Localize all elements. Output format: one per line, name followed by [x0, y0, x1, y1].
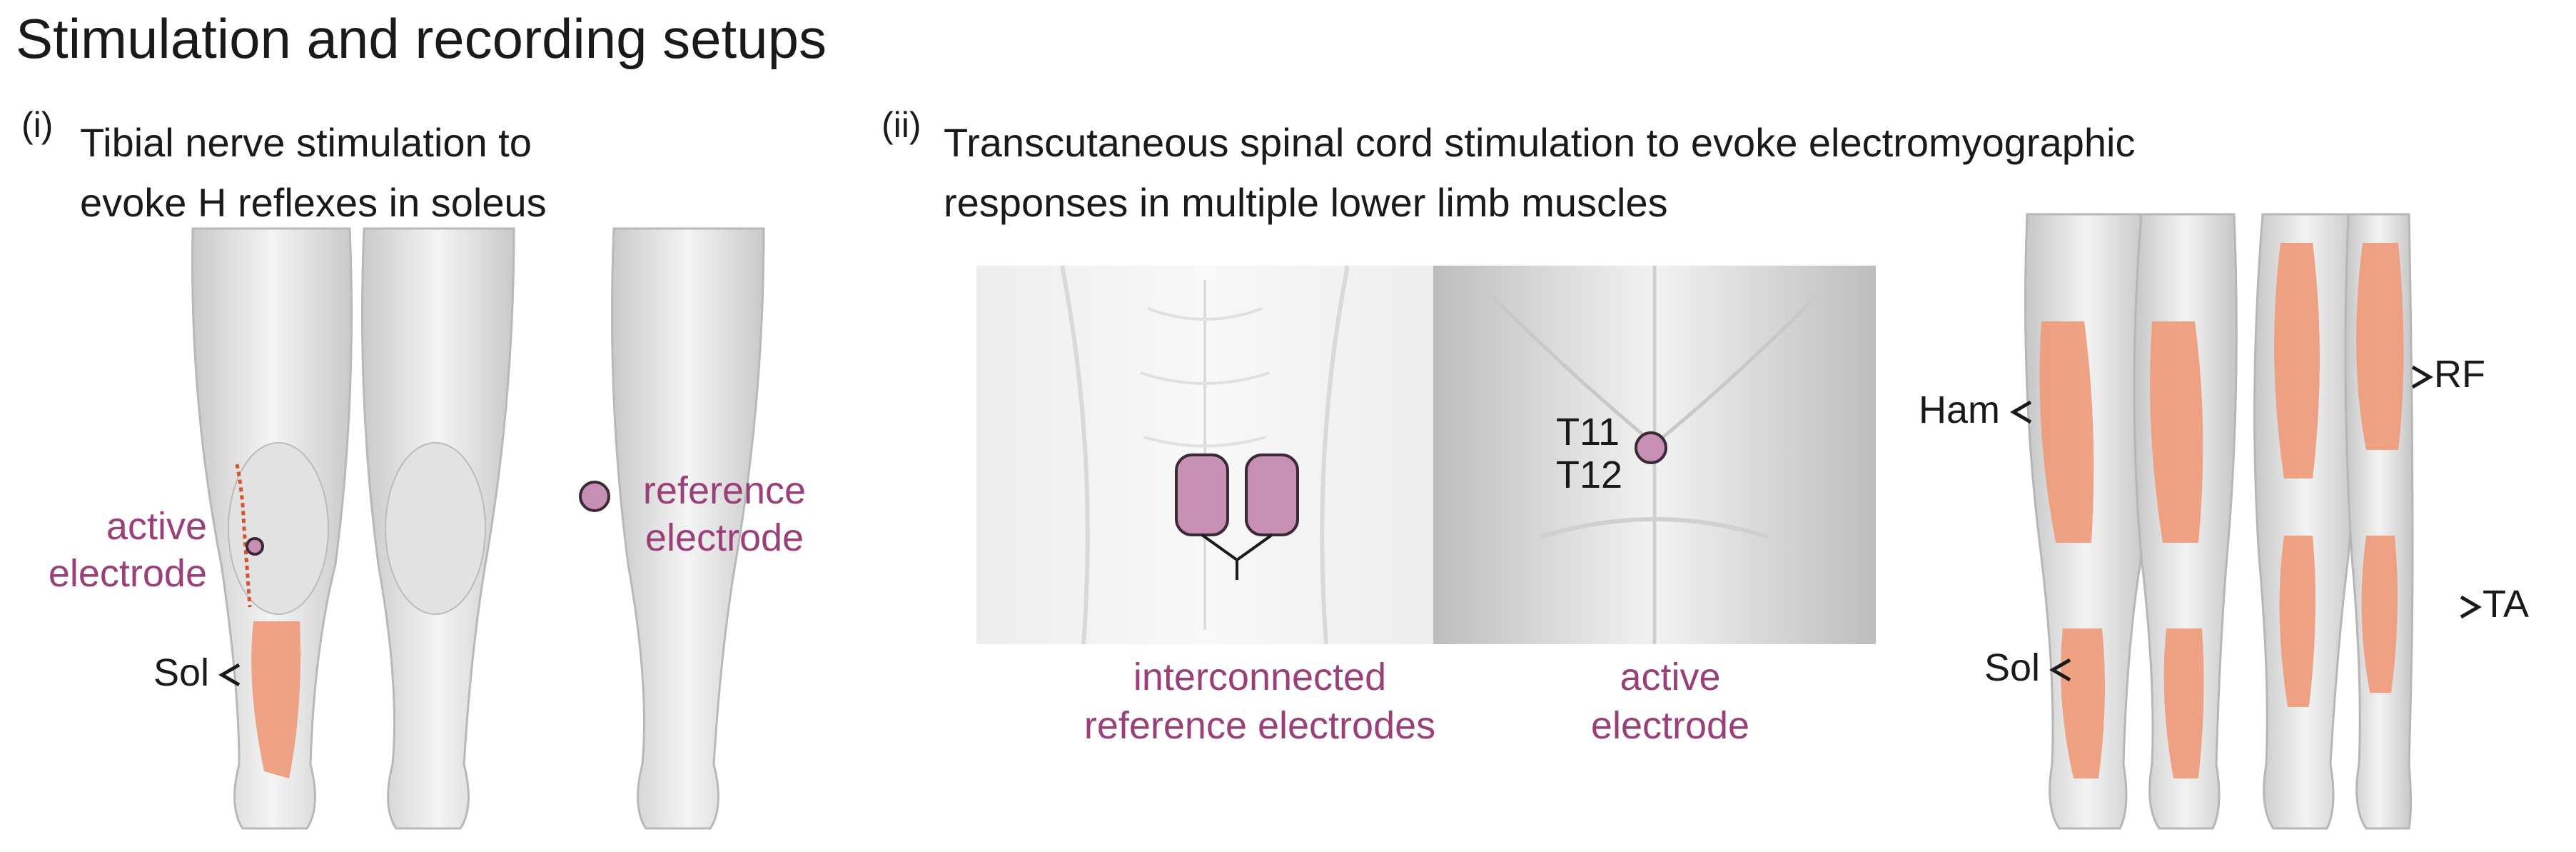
figure-title: Stimulation and recording setups: [16, 7, 827, 70]
panel-i-reference-line2: electrode: [645, 516, 804, 559]
tibialis-anterior-highlight-left: [2279, 536, 2315, 707]
panel-i-sol-label: Sol: [153, 651, 210, 694]
panel-i-active-electrode-label: active electrode: [43, 503, 207, 598]
tibial-nerve: [235, 463, 252, 608]
panel-i-reference-line1: reference: [642, 469, 807, 512]
active-electrode-marker: [246, 537, 264, 556]
muscle-ta-pointer: [2460, 595, 2482, 619]
panel-i-desc-line1: Tibial nerve stimulation to: [80, 120, 532, 165]
muscle-ham-label: Ham: [1919, 389, 2001, 431]
hamstring-highlight-right: [2150, 321, 2203, 543]
panel-i-active-line2: electrode: [48, 551, 207, 595]
soleus-highlight-right: [2163, 628, 2204, 778]
reference-electrode-left: [1175, 453, 1229, 536]
soleus-highlight-left: [2061, 628, 2105, 778]
hamstring-highlight-left: [2039, 321, 2094, 543]
panel-ii-desc-line2: responses in multiple lower limb muscles: [944, 180, 1668, 225]
reference-electrode-right: [1245, 453, 1299, 536]
panel-ii-desc-line1: Transcutaneous spinal cord stimulation t…: [944, 120, 2136, 165]
spinal-active-line2: electrode: [1590, 703, 1750, 747]
reference-electrodes-line1: interconnected: [1133, 656, 1387, 698]
vertebra-t12-label: T12: [1556, 453, 1623, 497]
muscle-ta-label: TA: [2482, 583, 2529, 626]
spinal-active-line1: active: [1620, 656, 1721, 698]
panel-ii-label: (ii): [882, 105, 921, 145]
reference-electrode-connector: [1201, 533, 1273, 580]
posterior-torso-illustration: [1433, 266, 1876, 644]
vertebra-labels: T11 T12: [1556, 411, 1622, 497]
panel-i-label: (i): [21, 105, 54, 145]
anterior-torso-illustration: [976, 265, 1433, 645]
muscle-rf-label: RF: [2434, 353, 2485, 396]
rectus-femoris-highlight-right: [2356, 243, 2404, 450]
panel-i-legs-illustration: [191, 227, 765, 830]
soleus-highlight: [251, 621, 300, 778]
panel-i-desc-line2: evoke H reflexes in soleus: [80, 180, 547, 225]
muscle-rf-pointer: [2411, 365, 2433, 389]
rectus-femoris-highlight-left: [2274, 243, 2320, 478]
posterior-legs: [191, 227, 515, 830]
reference-electrode-marker: [579, 481, 610, 512]
muscle-ham-pointer: [2010, 400, 2032, 424]
spinal-active-electrode-label: active electrode: [1527, 653, 1813, 750]
muscle-sol-pointer: [2049, 658, 2071, 682]
panel-ii-legs-illustration: [2024, 213, 2414, 830]
anterior-legs: [579, 227, 765, 830]
panel-i-reference-electrode-label: reference electrode: [628, 468, 821, 562]
reference-electrodes-line2: reference electrodes: [1084, 703, 1436, 747]
tibialis-anterior-highlight-right: [2361, 536, 2398, 693]
muscle-sol-label: Sol: [1984, 646, 2041, 689]
panel-i-active-line1: active: [106, 505, 207, 548]
vertebra-t11-label: T11: [1556, 411, 1620, 453]
panel-i-description: Tibial nerve stimulation to evoke H refl…: [80, 113, 547, 233]
spinal-active-electrode-marker: [1635, 431, 1667, 464]
panel-ii-description: Transcutaneous spinal cord stimulation t…: [944, 113, 2135, 233]
interconnected-reference-electrodes-label: interconnected reference electrodes: [1028, 653, 1492, 750]
panel-i-sol-pointer: [218, 663, 241, 687]
